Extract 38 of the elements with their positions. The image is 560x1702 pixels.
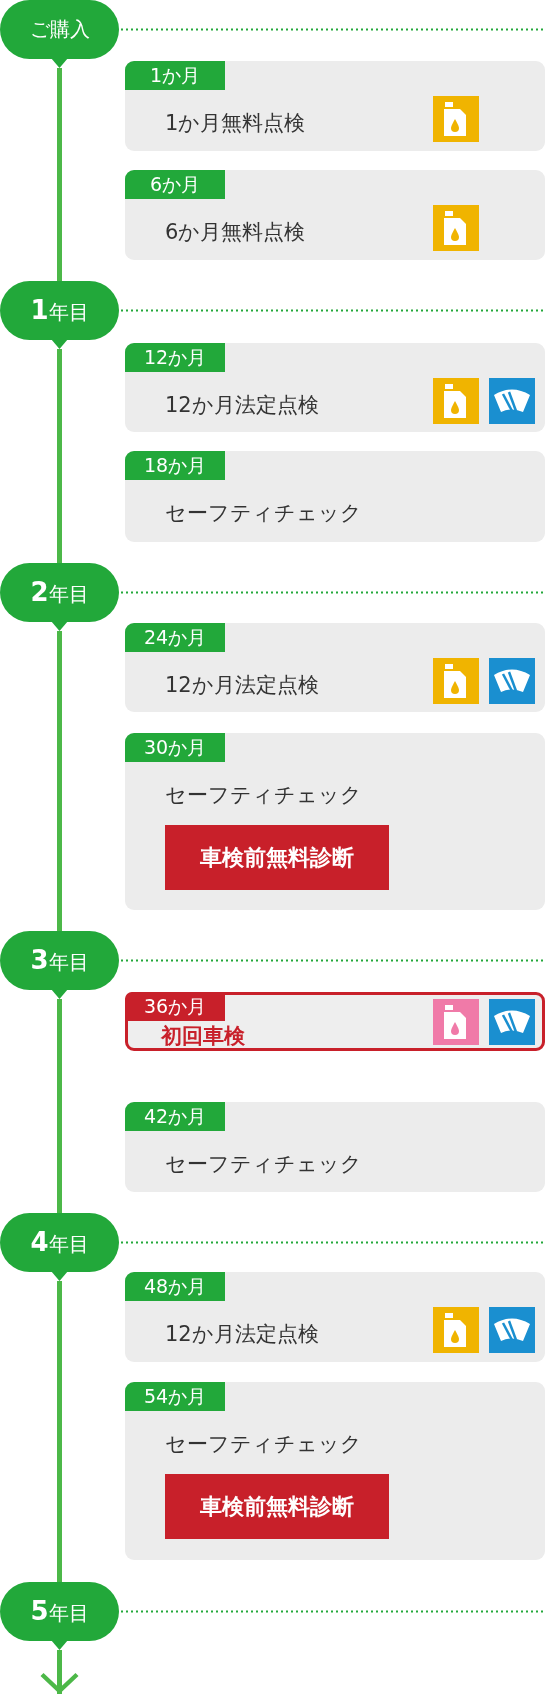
service-card [125, 623, 545, 712]
month-tab: 12か月 [125, 343, 225, 372]
service-card [125, 61, 545, 151]
timeline-line [57, 1281, 62, 1582]
inspection-badge: 車検前無料診断 [165, 825, 389, 890]
service-text: 12か月法定点検 [165, 392, 319, 419]
service-text: 1か月無料点検 [165, 110, 306, 137]
inspection-badge: 車検前無料診断 [165, 1474, 389, 1539]
highlight-card [125, 992, 545, 1051]
service-text: セーフティチェック [165, 1151, 362, 1178]
service-card [125, 1272, 545, 1362]
timeline-line [57, 999, 62, 1213]
service-card [125, 733, 545, 910]
timeline-line [57, 68, 62, 281]
month-tab: 30か月 [125, 733, 225, 762]
service-card [125, 343, 545, 432]
timeline-line [57, 631, 62, 931]
service-text: 初回車検 [161, 1023, 245, 1050]
service-text: 12か月法定点検 [165, 1321, 319, 1348]
month-tab: 6か月 [125, 170, 225, 199]
month-tab: 18か月 [125, 451, 225, 480]
service-card [125, 170, 545, 260]
service-text: 12か月法定点検 [165, 672, 319, 699]
month-tab: 54か月 [125, 1382, 225, 1411]
service-text: セーフティチェック [165, 782, 362, 809]
service-card [125, 1102, 545, 1192]
timeline-line [57, 349, 62, 563]
timeline-line [40, 1650, 79, 1694]
service-card [125, 1382, 545, 1560]
month-tab: 48か月 [125, 1272, 225, 1301]
service-card [125, 451, 545, 542]
month-tab: 24か月 [125, 623, 225, 652]
month-tab: 42か月 [125, 1102, 225, 1131]
month-tab: 36か月 [125, 992, 225, 1021]
month-tab: 1か月 [125, 61, 225, 90]
service-text: セーフティチェック [165, 500, 362, 527]
service-text: 6か月無料点検 [165, 219, 306, 246]
service-text: セーフティチェック [165, 1431, 362, 1458]
